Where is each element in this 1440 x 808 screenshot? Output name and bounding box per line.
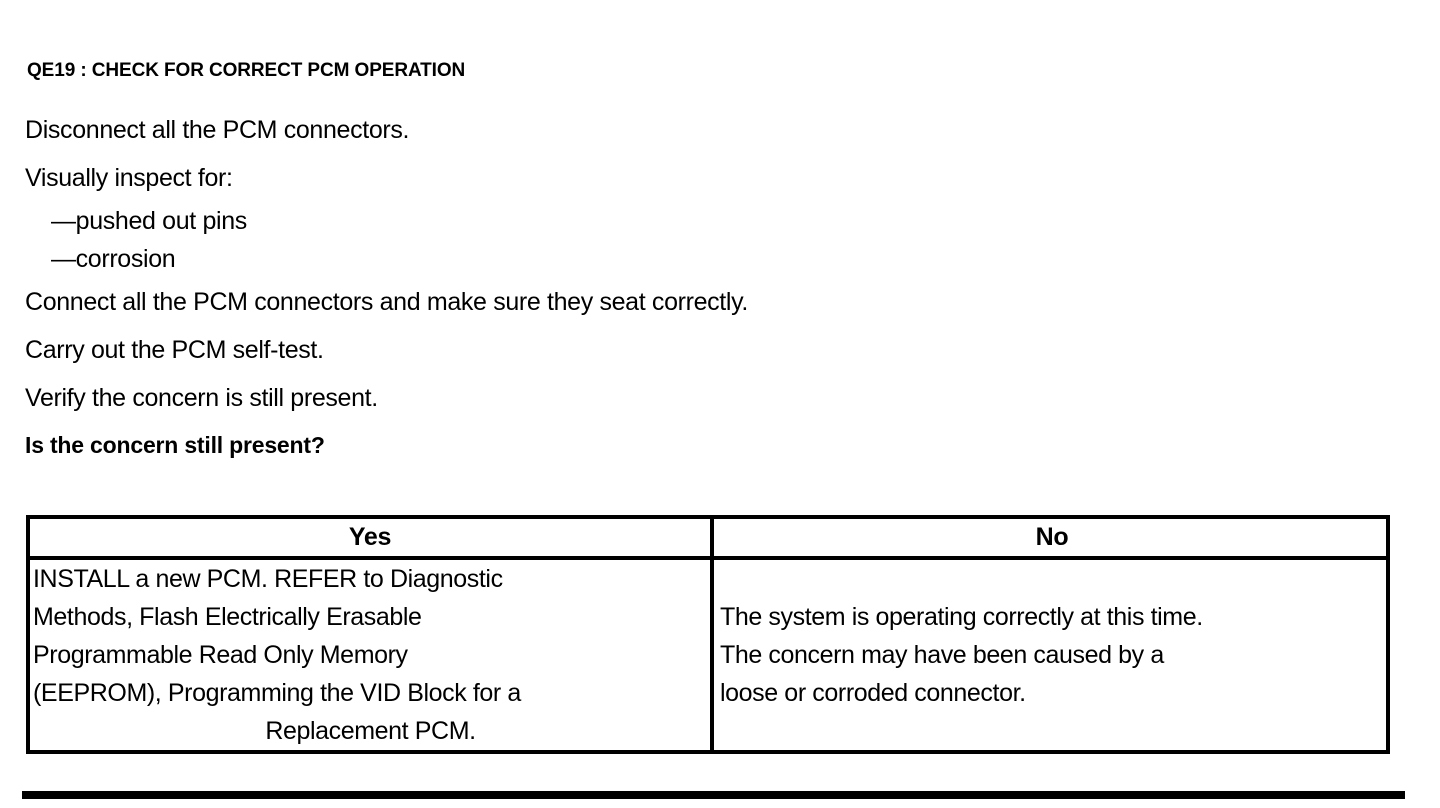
- cell-text-line: Methods, Flash Electrically Erasable: [33, 603, 422, 631]
- cell-text-line: INSTALL a new PCM. REFER to Diagnostic: [33, 565, 503, 593]
- cell-text-line: (EEPROM), Programming the VID Block for …: [33, 679, 521, 707]
- instruction-line: Disconnect all the PCM connectors.: [25, 116, 410, 144]
- table-header-row: Yes No: [30, 519, 1390, 560]
- cell-text-line: Replacement PCM.: [265, 717, 476, 745]
- page-title: QE19 : CHECK FOR CORRECT PCM OPERATION: [27, 60, 466, 81]
- cell-text-line: The system is operating correctly at thi…: [720, 603, 1203, 631]
- instruction-line: Carry out the PCM self-test.: [25, 336, 324, 364]
- instruction-bullet: —pushed out pins: [51, 207, 247, 235]
- column-header-no: No: [712, 519, 1390, 560]
- cell-no-action: The system is operating correctly at thi…: [712, 558, 1390, 750]
- instruction-list: Disconnect all the PCM connectors. Visual…: [25, 106, 1385, 468]
- cell-text-line: loose or corroded connector.: [720, 679, 1026, 707]
- instruction-line: Visually inspect for:: [25, 164, 233, 192]
- cell-no-lines: The system is operating correctly at thi…: [714, 598, 1390, 712]
- footer-divider-rule: [22, 791, 1405, 799]
- instruction-bullet: —corrosion: [51, 245, 176, 273]
- cell-text-line: Programmable Read Only Memory: [33, 641, 408, 669]
- decision-table: Yes No INSTALL a new PCM. REFER to Diagn…: [26, 515, 1390, 754]
- cell-text-line: The concern may have been caused by a: [720, 641, 1164, 669]
- column-header-yes: Yes: [30, 519, 714, 560]
- instruction-line: Connect all the PCM connectors and make …: [25, 288, 748, 316]
- instruction-line: Verify the concern is still present.: [25, 384, 378, 412]
- instruction-question: Is the concern still present?: [25, 432, 325, 458]
